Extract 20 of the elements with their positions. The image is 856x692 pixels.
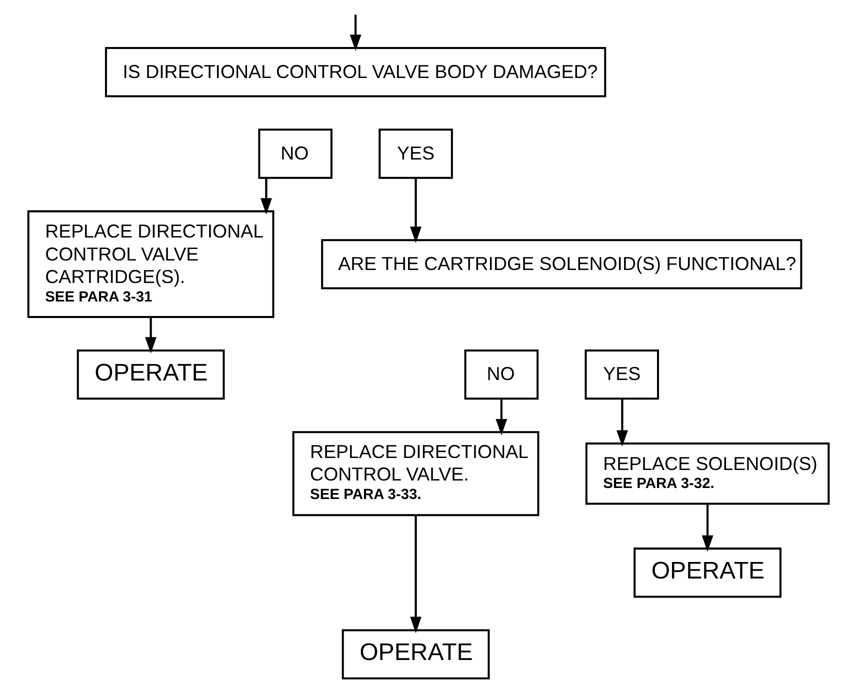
node-box: NO (258, 128, 332, 179)
node-box: REPLACE DIRECTIONAL CONTROL VALVE CARTRIDGE(S). SEE PARA 3-31 (26, 210, 274, 318)
node-box: NO (464, 350, 538, 400)
node-box: OPERATE (633, 548, 781, 598)
node-box: OPERATE (341, 629, 490, 680)
node-box: REPLACE DIRECTIONAL CONTROL VALVE. SEE PARA 3-33. (292, 431, 539, 516)
node-box: YES (584, 350, 659, 400)
arrow (260, 178, 272, 214)
arrow (616, 399, 628, 447)
node-box: YES (378, 128, 452, 179)
arrow (410, 178, 421, 243)
arrow (349, 14, 361, 51)
arrow (495, 399, 507, 436)
node-box: IS DIRECTIONAL CONTROL VALVE BODY DAMAGED? (104, 47, 606, 98)
node-box: OPERATE (76, 350, 224, 400)
arrow (701, 504, 713, 552)
arrow (144, 317, 156, 354)
node-box: REPLACE SOLENOID(S) SEE PARA 3-32. (584, 442, 830, 505)
node-box: ARE THE CARTRIDGE SOLENOID(S) FUNCTIONAL? (320, 239, 802, 290)
arrow (410, 516, 421, 634)
